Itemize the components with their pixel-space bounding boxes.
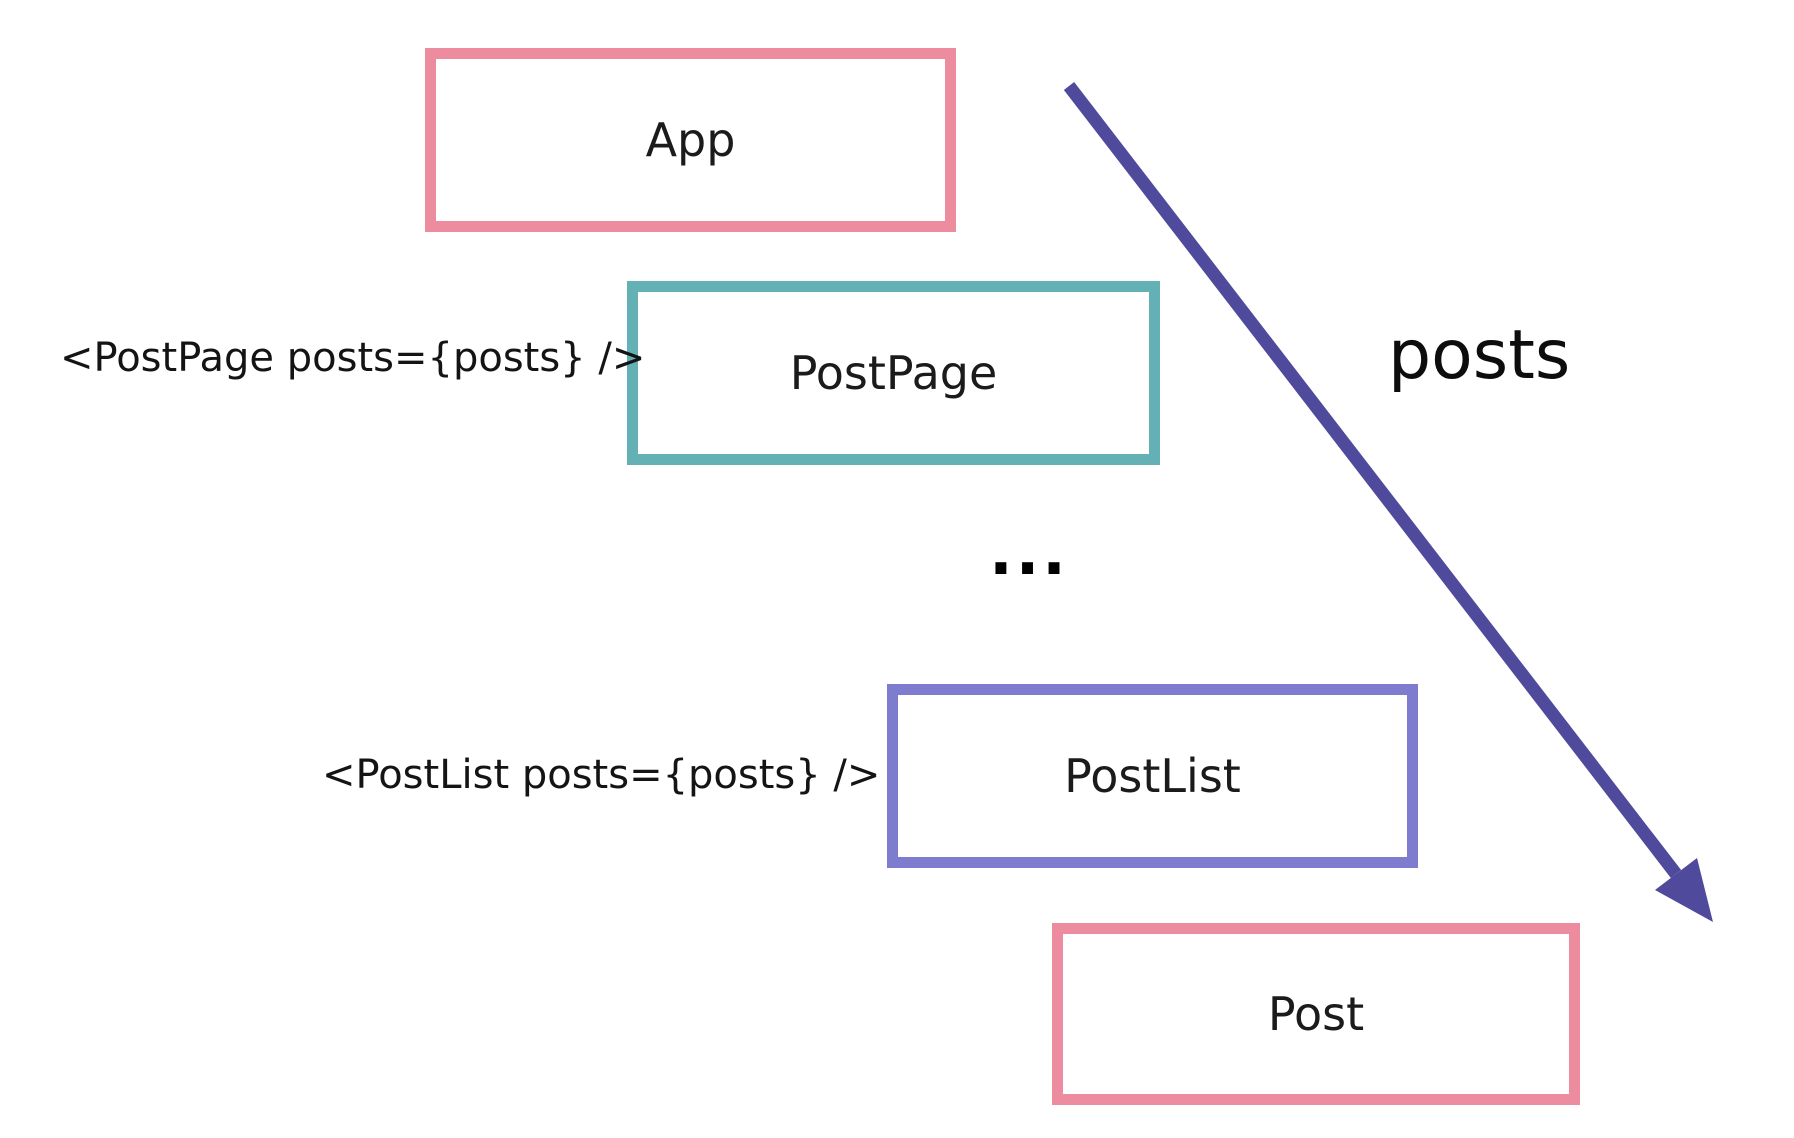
- posts-arrow-label-text: posts: [1388, 316, 1571, 395]
- component-box-postpage: PostPage: [627, 281, 1160, 465]
- hierarchy-ellipsis: ...: [959, 522, 1099, 584]
- component-box-postlist-label: PostList: [1064, 749, 1241, 803]
- postpage-usage-label: <PostPage posts={posts} />: [60, 336, 645, 380]
- hierarchy-ellipsis-text: ...: [989, 516, 1069, 589]
- component-box-app-label: App: [645, 113, 736, 167]
- postlist-usage-label: <PostList posts={posts} />: [322, 753, 880, 797]
- posts-arrow-head: [1655, 858, 1713, 922]
- component-box-postlist: PostList: [887, 684, 1418, 868]
- component-box-postpage-label: PostPage: [789, 346, 998, 400]
- posts-arrow-label: posts: [1388, 322, 1570, 390]
- postlist-usage-text: <PostList posts={posts} />: [322, 752, 881, 798]
- component-box-app: App: [425, 48, 956, 232]
- postpage-usage-text: <PostPage posts={posts} />: [60, 335, 646, 381]
- component-box-post-label: Post: [1267, 987, 1365, 1041]
- component-box-post: Post: [1052, 923, 1580, 1105]
